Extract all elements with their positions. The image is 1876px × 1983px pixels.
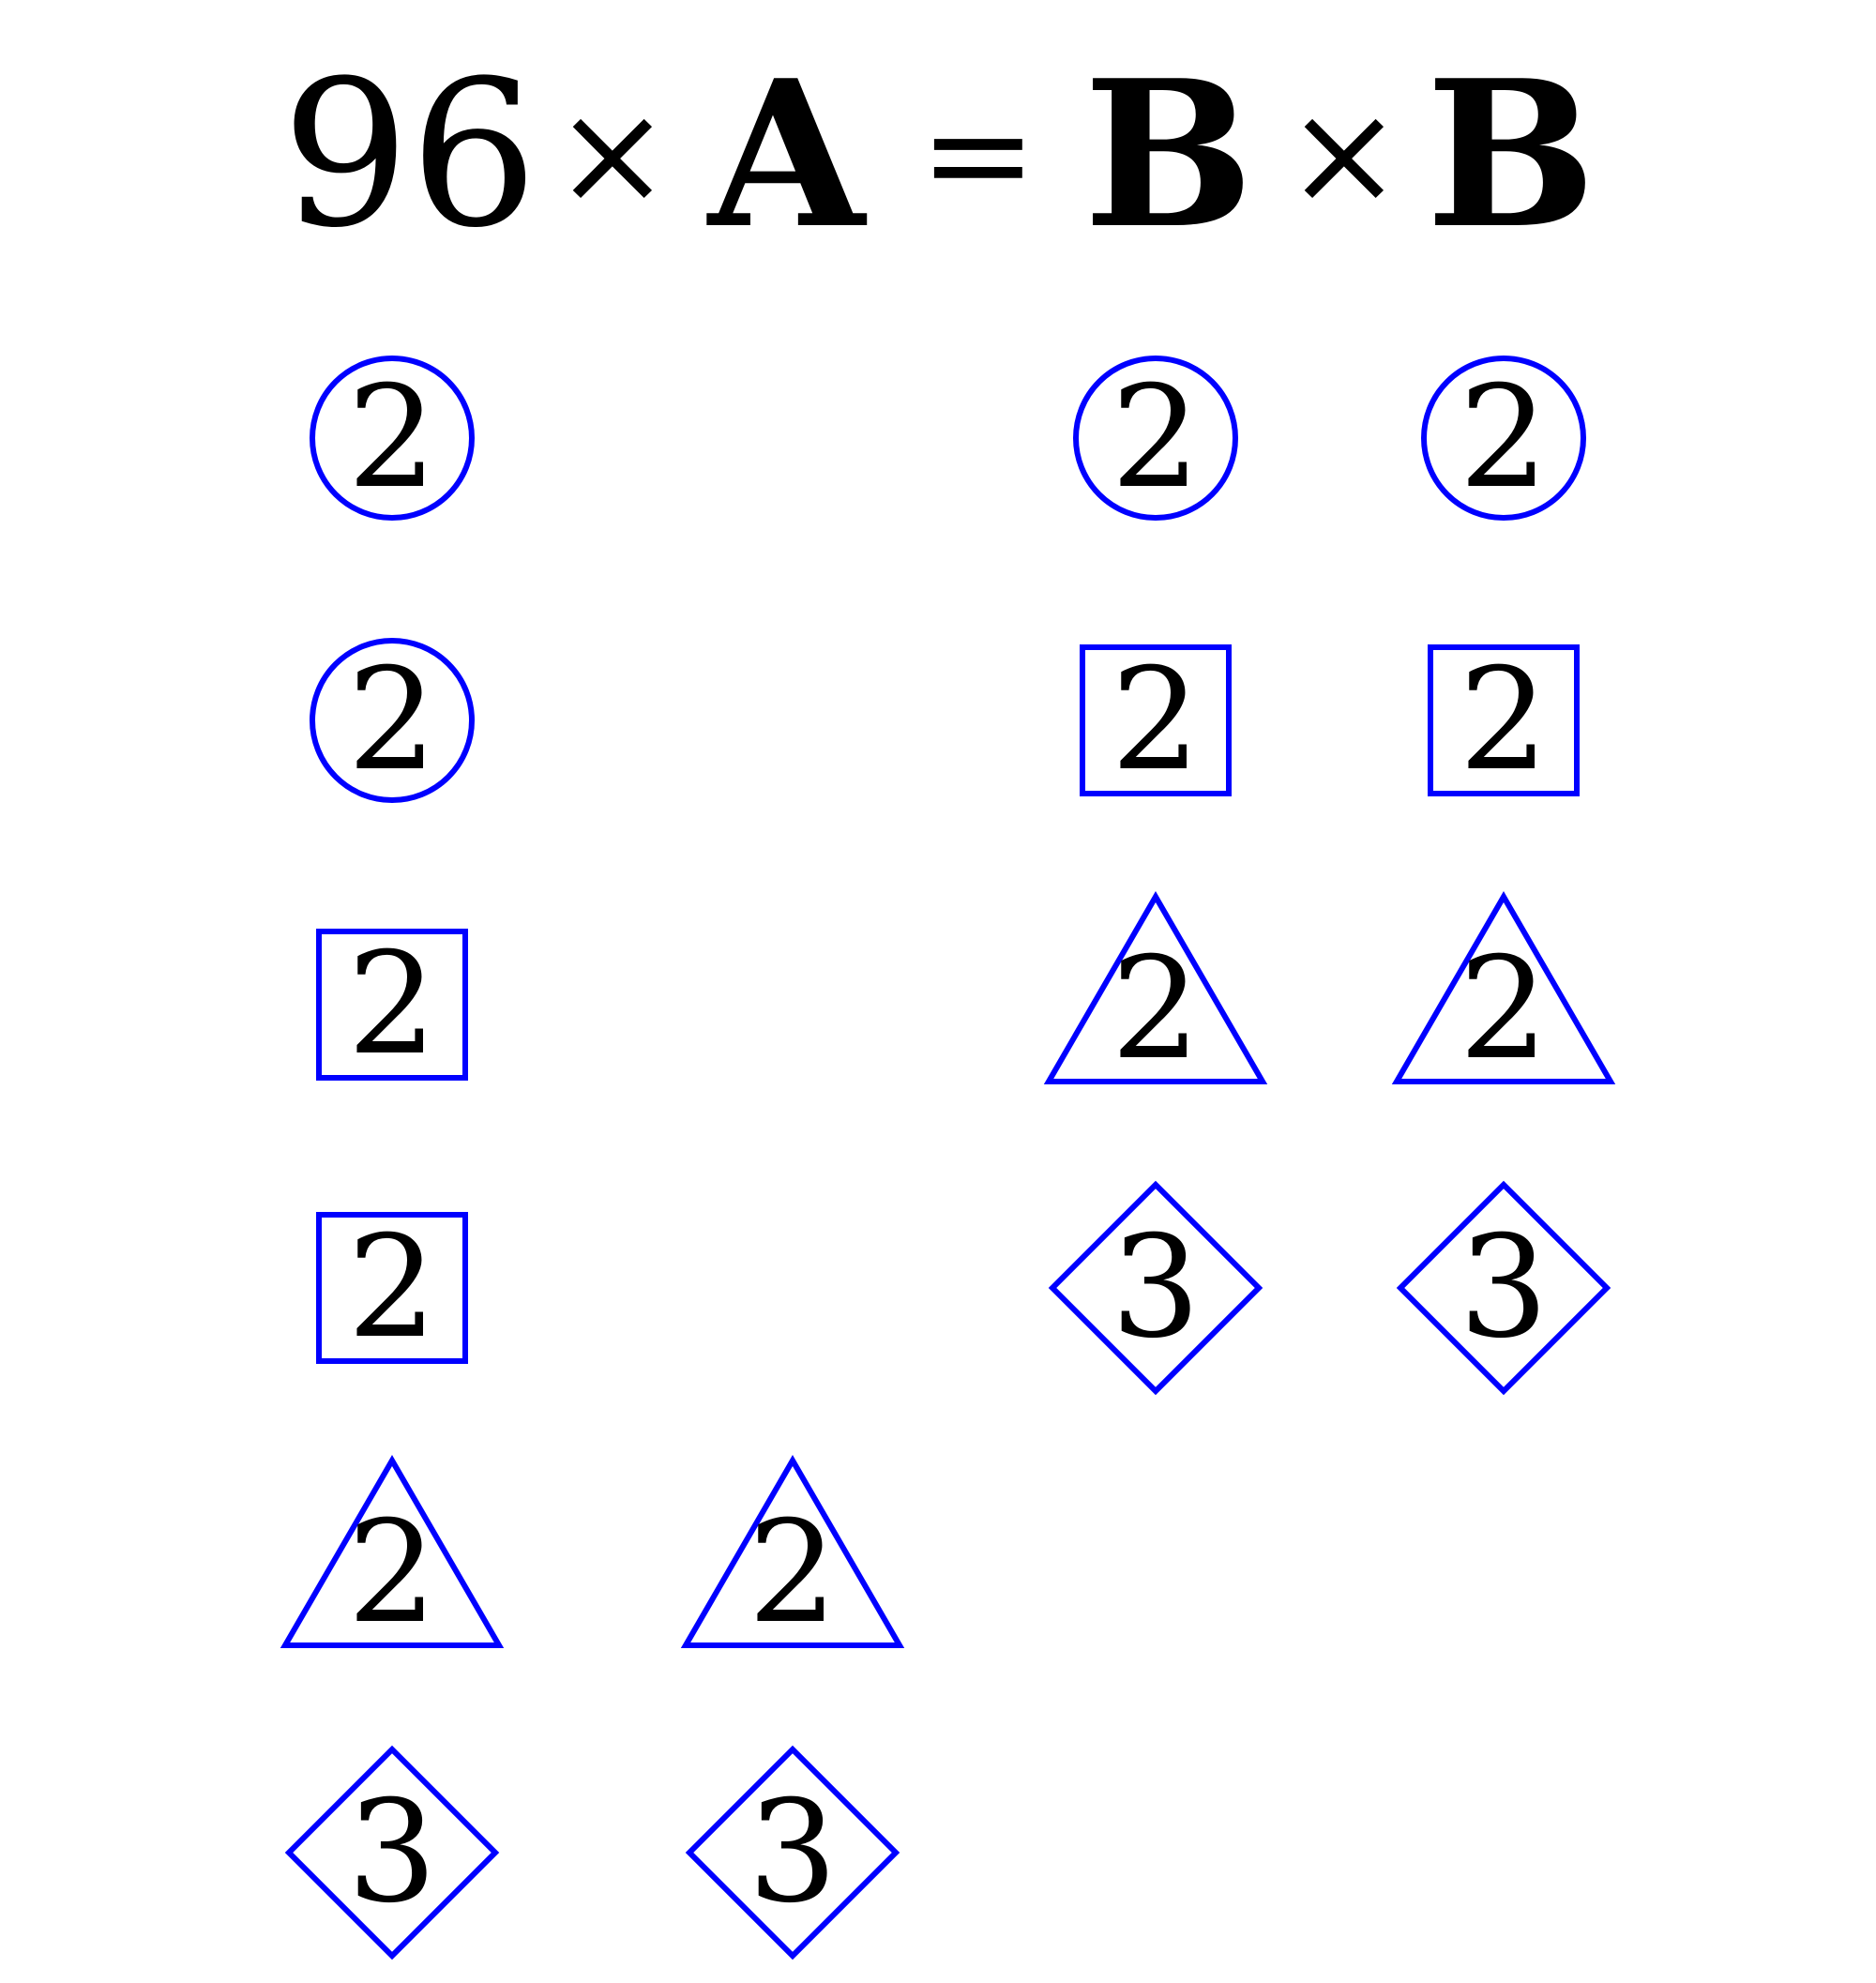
factor-circle-number-96-2: 2	[310, 638, 475, 803]
factor-value: 3	[1111, 1206, 1200, 1370]
factor-value: 2	[1111, 356, 1200, 520]
factor-value: 3	[748, 1771, 837, 1934]
factor-circle-number-96-1: 2	[310, 356, 475, 521]
factor-triangle-variable-a-1: 2	[680, 1455, 905, 1655]
factor-value: 2	[347, 1491, 436, 1655]
factor-value: 2	[1111, 639, 1200, 802]
variable-a: A	[708, 36, 865, 273]
equation: 96 × A = B × B	[0, 47, 1876, 263]
times-sign-1: ×	[553, 73, 672, 236]
factor-triangle-number-96-5: 2	[280, 1455, 505, 1655]
factor-square-variable-b-2-2: 2	[1428, 639, 1580, 802]
factor-square-number-96-4: 2	[316, 1206, 468, 1370]
factor-value: 2	[347, 923, 436, 1086]
equals-sign: =	[919, 73, 1037, 236]
factor-diamond-variable-a-2: 3	[685, 1745, 900, 1960]
factor-value: 2	[1111, 928, 1200, 1091]
diamond-outline	[1048, 1180, 1263, 1396]
number-96: 96	[281, 37, 538, 272]
factor-diamond-number-96-6: 3	[284, 1745, 500, 1960]
triangle-outline	[1043, 891, 1268, 1084]
factor-value: 2	[1459, 639, 1548, 802]
triangle-outline	[280, 1455, 505, 1648]
factor-triangle-variable-b-2-3: 2	[1391, 891, 1616, 1091]
factor-value: 2	[748, 1491, 837, 1655]
factor-value: 2	[347, 356, 436, 520]
factor-diamond-variable-b-1-4: 3	[1048, 1180, 1263, 1396]
factor-value: 2	[347, 1206, 436, 1370]
square-outline	[1428, 644, 1580, 796]
circle-outline	[1421, 356, 1586, 521]
diamond-outline	[1396, 1180, 1611, 1396]
diamond-outline	[284, 1745, 500, 1960]
factor-square-number-96-3: 2	[316, 923, 468, 1086]
square-outline	[316, 929, 468, 1081]
factor-value: 3	[1459, 1206, 1548, 1370]
factor-value: 2	[347, 639, 436, 802]
square-outline	[1080, 644, 1232, 796]
factor-value: 2	[1459, 356, 1548, 520]
times-sign-2: ×	[1285, 73, 1403, 236]
square-outline	[316, 1212, 468, 1364]
factor-square-variable-b-1-2: 2	[1080, 639, 1232, 802]
circle-outline	[310, 356, 475, 521]
variable-b-2: B	[1426, 36, 1596, 273]
factor-circle-variable-b-1-1: 2	[1073, 356, 1238, 521]
diamond-outline	[685, 1745, 900, 1960]
factor-value: 2	[1459, 928, 1548, 1091]
factor-value: 3	[347, 1771, 436, 1934]
circle-outline	[1073, 356, 1238, 521]
factor-circle-variable-b-2-1: 2	[1421, 356, 1586, 521]
triangle-outline	[1391, 891, 1616, 1084]
circle-outline	[310, 638, 475, 803]
triangle-outline	[680, 1455, 905, 1648]
factor-triangle-variable-b-1-3: 2	[1043, 891, 1268, 1091]
factor-diamond-variable-b-2-4: 3	[1396, 1180, 1611, 1396]
variable-b-1: B	[1083, 36, 1254, 273]
